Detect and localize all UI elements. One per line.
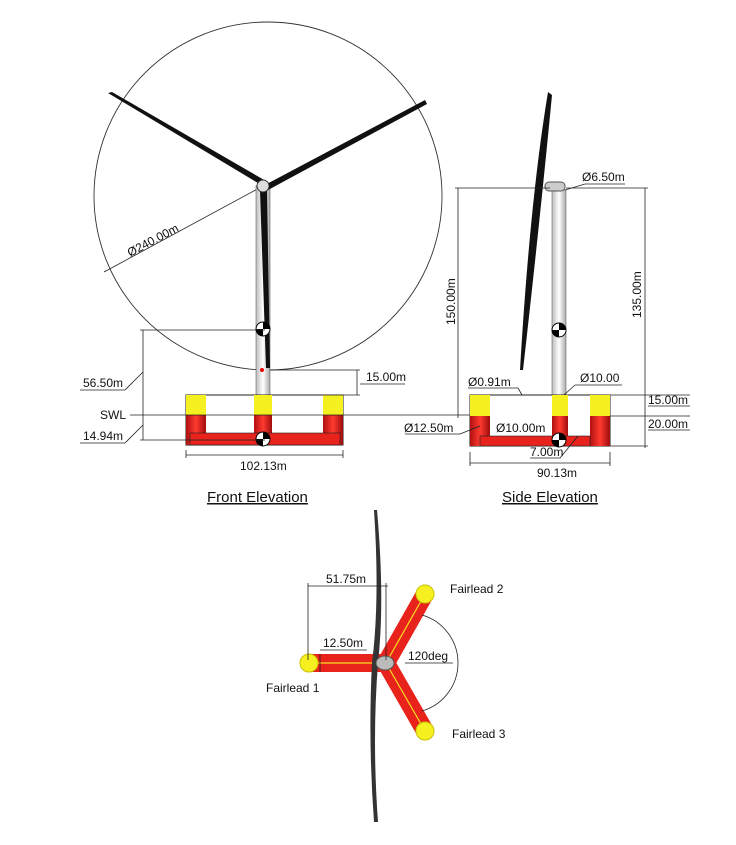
rotor-diameter-label: Ø240.00m [125, 221, 181, 260]
draft-label: 20.00m [648, 417, 688, 431]
side-elevation: 150.00m 135.00m Ø6.50m Ø0.91m Ø10.00 15.… [404, 92, 690, 506]
fairlead-3-column [415, 721, 435, 741]
brace-diameter-label: Ø0.91m [468, 375, 511, 389]
hub-depth-label: 56.50m [83, 376, 123, 390]
fairlead-2-label: Fairlead 2 [450, 582, 504, 596]
side-elevation-title: Side Elevation [502, 489, 598, 506]
fairlead-1-label: Fairlead 1 [266, 681, 320, 695]
pontoon-height-label: 7.00m [530, 445, 563, 459]
nacelle [544, 181, 566, 192]
center-column-diameter-label: Ø10.00m [496, 421, 545, 435]
blade-clearance-label: 15.00m [366, 370, 406, 384]
tower-base-diameter-label: Ø10.00 [580, 371, 620, 385]
top-nacelle [375, 655, 395, 671]
blade-tip-point [260, 368, 264, 372]
fairlead-2-column [415, 584, 435, 604]
side-width-label: 90.13m [537, 466, 577, 480]
front-elevation: Ø240.00m 56.50m SWL 14.94m 102.13m 15.00… [80, 21, 470, 506]
freeboard-label: 15.00m [648, 393, 688, 407]
column-center-top [254, 395, 272, 415]
column-right-top [323, 395, 343, 415]
swl-label: SWL [100, 408, 126, 422]
top-view: 51.75m 12.50m 120deg Fairlead 1 Fairlead… [266, 510, 506, 822]
column-left-top [186, 395, 206, 415]
front-width-label: 102.13m [240, 459, 287, 473]
tower-height-label: 135.00m [630, 271, 644, 318]
side-tower [551, 189, 567, 397]
side-blade [520, 92, 552, 370]
rotor-diameter-line [103, 185, 264, 273]
fairlead-1-column [299, 653, 319, 673]
radius-dim-label: 51.75m [326, 572, 366, 586]
outer-column-diameter-label: Ø12.50m [404, 421, 453, 435]
draft-cg-label: 14.94m [83, 429, 123, 443]
tower-top-diameter-label: Ø6.50m [582, 170, 625, 184]
front-elevation-title: Front Elevation [207, 489, 308, 506]
fairlead-3-label: Fairlead 3 [452, 727, 506, 741]
top-blade [370, 510, 382, 822]
hub-height-label: 150.00m [444, 278, 458, 325]
column-dim-label: 12.50m [323, 636, 363, 650]
hub [256, 179, 270, 193]
angle-label: 120deg [408, 649, 448, 663]
